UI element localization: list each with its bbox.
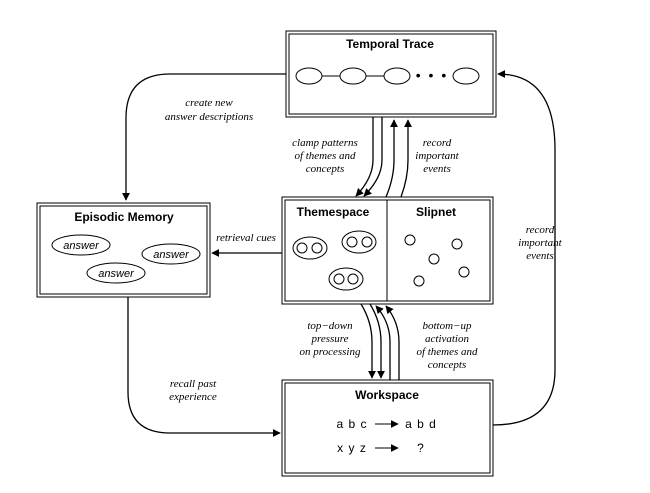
label-top-down-3: on processing <box>299 346 361 358</box>
arrow-create-answers <box>122 73 286 201</box>
label-create-answers-1: create new <box>185 97 233 109</box>
label-bottom-up-2: activation <box>425 333 469 345</box>
workspace-string: a b d <box>405 417 437 431</box>
label-record-top-3: events <box>423 163 450 175</box>
workspace-string: ? <box>417 441 425 455</box>
label-bottom-up-1: bottom−up <box>423 320 472 332</box>
label-top-down-1: top−down <box>307 320 353 332</box>
label-clamp-3: concepts <box>306 163 344 175</box>
themespace-slipnet-box: Themespace Slipnet <box>281 196 494 305</box>
label-top-down-2: pressure <box>310 333 348 345</box>
workspace-string: x y z <box>337 441 367 455</box>
answer-item: answer <box>63 240 100 252</box>
arrow-bottom-up <box>375 305 391 380</box>
label-record-top-2: important <box>415 150 459 162</box>
workspace-title: Workspace <box>355 388 419 402</box>
label-record-right-1: record <box>526 224 555 236</box>
answer-item: answer <box>153 249 190 261</box>
label-bottom-up-4: concepts <box>428 359 466 371</box>
arrow-labels: create new answer descriptions clamp pat… <box>165 97 563 403</box>
trace-event-chain <box>295 67 480 85</box>
label-clamp-1: clamp patterns <box>292 137 358 149</box>
workspace-string: a b c <box>336 417 367 431</box>
episodic-memory-box: Episodic Memory answer answer answer <box>36 202 211 298</box>
slipnet-nodes <box>404 234 470 287</box>
label-record-right-3: events <box>526 250 553 262</box>
label-retrieval-cues: retrieval cues <box>216 232 276 244</box>
arrow-record-events-loop <box>492 70 556 426</box>
arrow-clamp-patterns <box>355 117 374 197</box>
temporal-trace-box: Temporal Trace • • • <box>285 30 497 118</box>
episodic-memory-title: Episodic Memory <box>74 210 174 224</box>
workspace-box: Workspace a b c a b d x y z ? <box>281 379 494 477</box>
arrow-bottom-up <box>385 305 400 380</box>
label-record-top-1: record <box>423 137 452 149</box>
themespace-title: Themespace <box>297 205 370 219</box>
label-record-right-2: important <box>518 237 562 249</box>
trace-ellipsis: • • • <box>416 67 448 83</box>
theme-clusters <box>292 230 377 291</box>
arrow-clamp-patterns <box>363 117 383 197</box>
slipnet-title: Slipnet <box>416 205 456 219</box>
arrow-top-down <box>369 303 385 379</box>
answer-item: answer <box>98 268 135 280</box>
temporal-trace-title: Temporal Trace <box>346 37 434 51</box>
label-create-answers-2: answer descriptions <box>165 111 253 123</box>
label-bottom-up-3: of themes and <box>416 346 478 358</box>
label-recall-1: recall past <box>170 378 217 390</box>
label-recall-2: experience <box>169 391 217 403</box>
arrow-top-down <box>360 303 376 379</box>
arrow-record-events <box>385 119 398 198</box>
connector-arrows <box>122 70 556 437</box>
label-clamp-2: of themes and <box>294 150 356 162</box>
arrow-record-events <box>400 119 412 198</box>
arrow-recall-past <box>127 297 281 437</box>
